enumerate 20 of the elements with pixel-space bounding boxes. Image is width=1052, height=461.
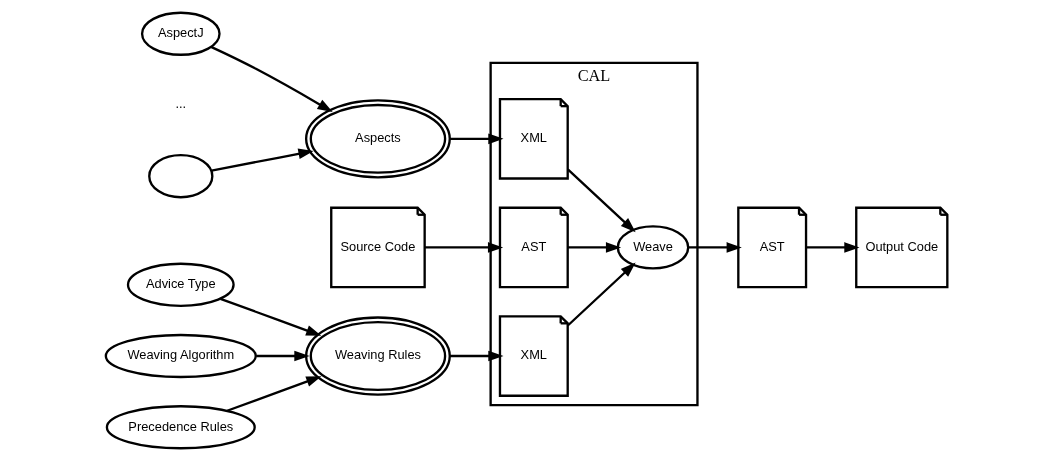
arrow [449,133,503,145]
arrow [566,262,636,327]
node-ellipse: Weave [616,225,689,270]
arrow [805,242,859,253]
arrow [449,350,503,362]
arrow [424,242,503,253]
arrow [219,297,321,336]
arrow [687,242,742,253]
label: ... [174,96,186,112]
node-ellipse: AspectJ [140,11,221,56]
node-ellipse: Weaving Algorithm [104,333,257,379]
arrow [566,168,636,233]
arrow [255,350,310,362]
arrow [210,45,333,113]
arrow [226,376,321,412]
node-ellipse: Precedence Rules [105,405,256,450]
node-ellipse [147,154,213,199]
node-ellipse: Advice Type [126,262,235,307]
arrow [567,242,621,253]
arrow [210,148,314,172]
